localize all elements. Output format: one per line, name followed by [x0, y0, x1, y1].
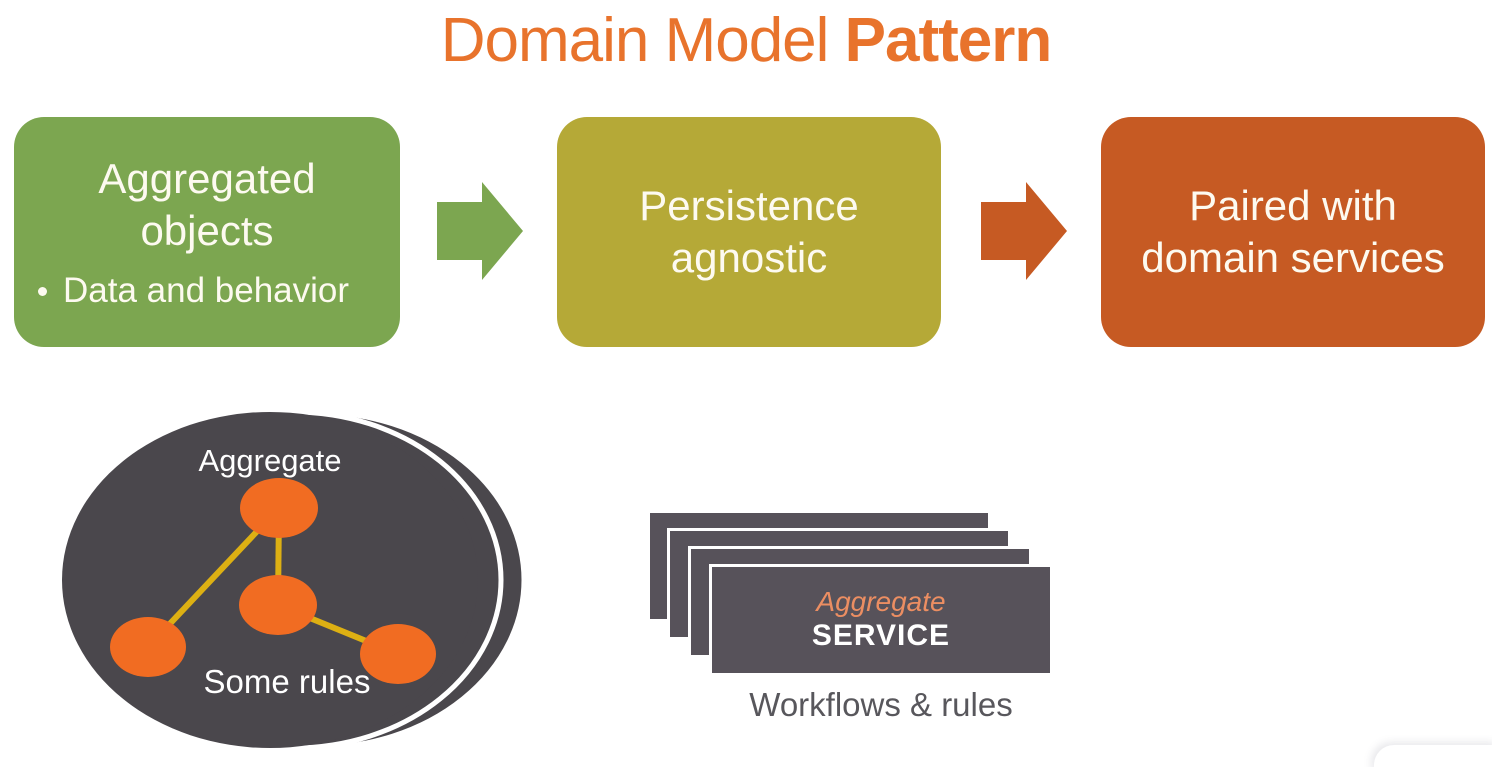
flow-box-title: Aggregated objects: [98, 155, 316, 254]
aggregate-bottom-label: Some rules: [204, 663, 371, 700]
aggregate-diagram: Aggregate Some rules: [62, 409, 527, 751]
flow-arrow-right-icon: [437, 182, 523, 280]
bullet-dot: [38, 286, 47, 296]
page-title: Domain Model Pattern: [0, 4, 1492, 78]
aggregate-top-label: Aggregate: [198, 443, 341, 478]
flow-box-title: Paired with domain services: [1141, 182, 1445, 281]
flow-box-aggregated-objects: Aggregated objects Data and behavior: [14, 117, 400, 347]
service-card-front: Aggregate SERVICE: [712, 567, 1050, 673]
flow-box-bullet: Data and behavior: [14, 271, 400, 311]
corner-overlay: [1374, 745, 1492, 767]
page-title-bold: Pattern: [844, 6, 1053, 75]
aggregate-node: [239, 575, 317, 635]
flow-box-persistence-agnostic: Persistence agnostic: [557, 117, 941, 347]
arrow-shape: [981, 182, 1067, 280]
flow-arrow-right-icon: [981, 182, 1067, 280]
flow-box-title: Persistence agnostic: [639, 182, 859, 281]
aggregate-node: [360, 624, 436, 684]
arrow-shape: [437, 182, 523, 280]
service-stack-caption: Workflows & rules: [749, 686, 1013, 723]
bullet-text: Data and behavior: [63, 271, 350, 310]
service-card-aggregate-label: Aggregate: [816, 586, 946, 617]
service-card-service-label: SERVICE: [811, 619, 951, 652]
aggregate-node: [240, 478, 318, 538]
page-title-regular: Domain Model: [440, 6, 845, 75]
flow-box-paired-with-domain-services: Paired with domain services: [1101, 117, 1485, 347]
aggregate-node: [110, 617, 186, 677]
